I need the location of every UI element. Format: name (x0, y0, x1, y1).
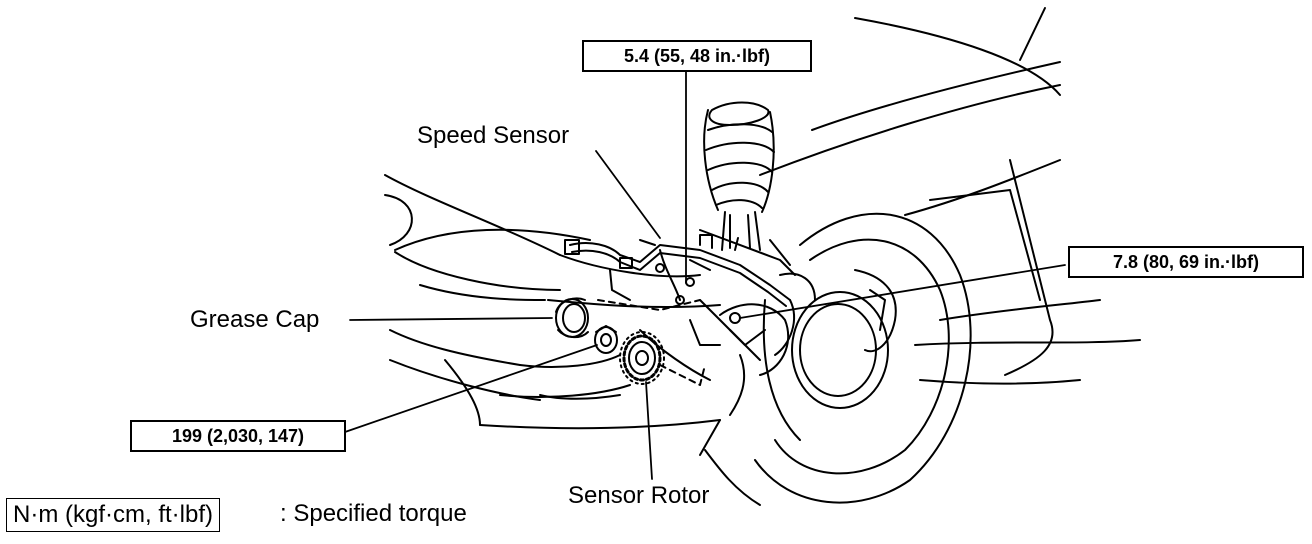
grease-cap-label: Grease Cap (190, 306, 320, 333)
grease-cap (555, 297, 589, 338)
sensor-rotor-label: Sensor Rotor (568, 482, 710, 509)
strut-assembly (699, 101, 796, 276)
legend-unit-box: N·m (kgf·cm, ft·lbf) (6, 498, 220, 532)
leader-lines (344, 71, 1066, 480)
torque-label-top: 5.4 (55, 48 in.·lbf) (582, 40, 812, 72)
speed-sensor-label: Speed Sensor (417, 122, 570, 149)
torque-label-right: 7.8 (80, 69 in.·lbf) (1068, 246, 1304, 278)
sensor-rotor (619, 331, 665, 385)
car-body-outline (384, 7, 1141, 506)
legend-description: : Specified torque (280, 500, 467, 527)
speed-sensor-harness (564, 234, 791, 324)
wheel (754, 212, 972, 504)
steering-knuckle (547, 254, 816, 416)
lock-nut (594, 325, 618, 354)
torque-label-left: 199 (2,030, 147) (130, 420, 346, 452)
